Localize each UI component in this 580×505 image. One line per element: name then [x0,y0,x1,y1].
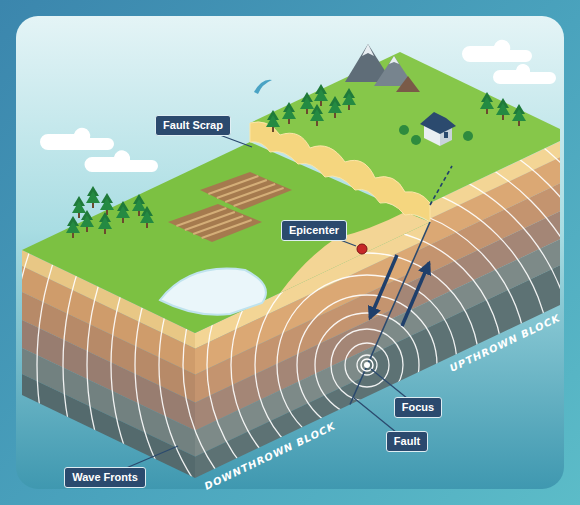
tree [300,92,314,114]
mountain [396,76,420,92]
tree [282,102,296,124]
sand-strip [280,212,430,293]
mountains [345,44,420,92]
bush [463,131,473,141]
tree [266,110,280,132]
tree [86,186,100,208]
callout-text: Focus [402,401,434,414]
down-arrow [370,255,397,318]
tree [328,96,342,118]
tree [72,196,86,218]
tree [66,216,80,238]
field-plot [168,204,262,242]
tree [116,201,130,223]
block-label: DOWNTHROWN BLOCK [203,420,338,492]
callout-text: Wave Fronts [72,471,138,484]
layer [330,263,565,505]
tree [140,206,154,228]
up-arrow [402,263,429,326]
snow-cap [389,56,399,64]
tree [310,104,324,126]
epicenter-dot [357,244,367,254]
fault-scarp [250,122,430,222]
cloud [462,40,532,62]
wave-fronts [11,9,580,505]
furrow [202,220,252,238]
wave-front [331,329,403,401]
tree [480,92,494,114]
fault-line [350,222,430,405]
wave-front [11,9,580,505]
house-door [444,132,448,138]
callout-text: Epicenter [289,224,339,237]
tree [80,210,94,232]
tree [314,84,328,106]
callout-text: Fault Scrap [163,119,223,132]
callout-box: Wave Fronts [64,467,146,488]
tree [98,212,112,234]
field-plot [200,172,292,210]
furrows [176,208,251,238]
callout-box: Epicenter [281,220,347,241]
tree [342,88,356,110]
lake [160,269,266,315]
callout-box: Fault [386,431,428,452]
cloud [40,128,114,150]
block-label: UPTHROWN BLOCK [448,312,562,374]
cloud [85,150,158,172]
house [420,112,456,146]
wave-front [277,275,457,455]
snow-cap [362,44,374,56]
bush [399,125,409,135]
wave-front [111,109,580,505]
trees [66,84,526,238]
wave-front [345,343,389,387]
cloud [493,64,556,84]
furrow [234,188,284,206]
furrows [208,176,283,206]
house-roof [420,112,456,134]
callout-box: Focus [394,397,442,418]
callout-box: Fault Scrap [155,115,231,136]
leaders [105,125,418,477]
tree [512,104,526,126]
fault-trace [430,166,452,205]
bush [411,135,421,145]
bird-shape [254,80,272,94]
field [200,172,292,210]
upthrown-top [250,52,560,203]
callout-text: Fault [394,435,420,448]
tree [496,98,510,120]
tree [100,193,114,215]
focus-point [364,362,370,368]
field [168,204,262,242]
